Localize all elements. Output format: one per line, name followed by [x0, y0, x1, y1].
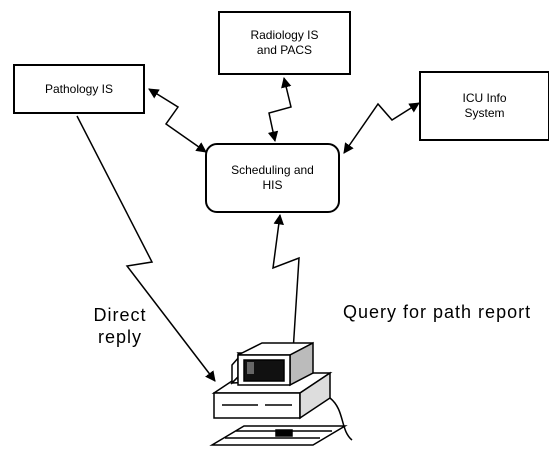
- node-radiology-label-line2: and PACS: [256, 43, 313, 57]
- link-radiology-his: [267, 76, 292, 143]
- link-query: [272, 213, 300, 353]
- link-pathology-his: [148, 88, 207, 153]
- node-icu-label-line1: ICU Info: [462, 91, 507, 105]
- node-scheduling-his: Scheduling and HIS: [205, 143, 340, 213]
- node-pathology-is: Pathology IS: [13, 64, 145, 114]
- node-his-label-line1: Scheduling and: [231, 163, 314, 177]
- direct-reply-line2: reply: [97, 327, 142, 347]
- node-pathology-label: Pathology IS: [44, 81, 114, 96]
- node-his-label-line2: HIS: [262, 178, 283, 192]
- link-icu-his: [343, 102, 420, 154]
- direct-reply-label: Direct reply: [85, 304, 155, 348]
- link-direct-reply: [76, 115, 216, 382]
- query-label: Query for path report: [343, 302, 532, 322]
- node-radiology-label-line1: Radiology IS: [250, 28, 319, 42]
- workstation-computer-icon: [209, 341, 353, 446]
- node-radiology-is-pacs: Radiology IS and PACS: [218, 11, 351, 75]
- direct-reply-line1: Direct: [93, 305, 147, 325]
- node-icu-info-system: ICU Info System: [419, 71, 549, 141]
- node-icu-label-line2: System: [464, 106, 505, 120]
